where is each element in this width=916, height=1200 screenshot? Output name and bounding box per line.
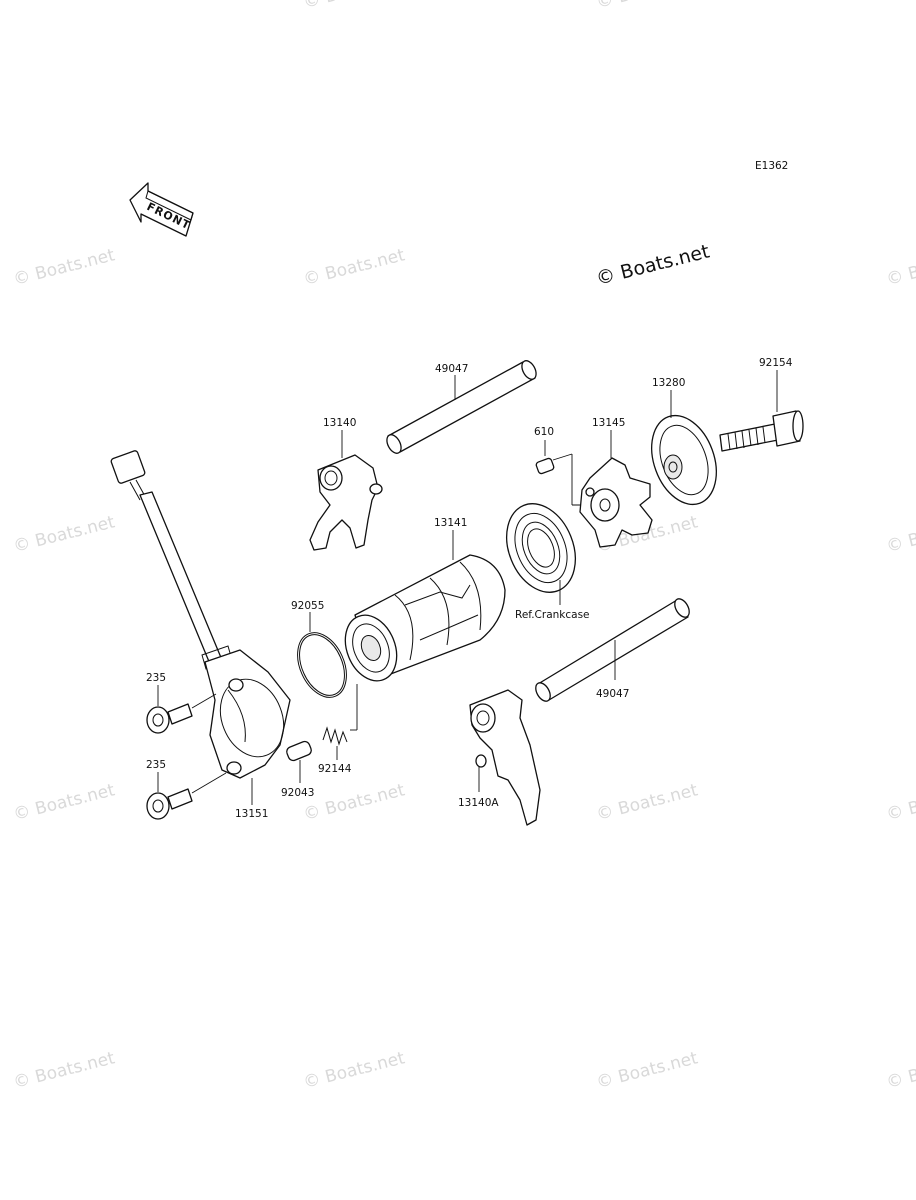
shift-gear-13280: 13280 <box>651 377 717 506</box>
watermark: © Boats.net <box>11 512 117 557</box>
watermark: © Boats.net <box>884 245 916 290</box>
callout-oring: 92055 <box>291 600 324 612</box>
watermark: © Boats.net <box>884 780 916 825</box>
watermark: © Boats.net <box>11 1048 117 1093</box>
watermark: © Boats.net <box>301 245 407 290</box>
callout-shaft-lower: 49047 <box>596 688 629 700</box>
watermark: © Boats.net <box>594 780 700 825</box>
shift-rod-upper: 49047 <box>386 360 537 454</box>
spring-92144: 92144 <box>318 684 358 775</box>
callout-bolt-bottom: 235 <box>146 759 166 771</box>
callout-fork-upper: 13140 <box>323 417 356 429</box>
bolt-235-top: 235 <box>146 672 217 734</box>
shift-fork-upper: 13140 <box>309 417 383 551</box>
o-ring-92055: 92055 <box>291 600 347 698</box>
main-watermark: © Boats.net <box>594 240 712 289</box>
shift-fork-lower: 13140A <box>458 689 541 826</box>
callout-spring: 92144 <box>318 763 352 775</box>
watermark: © Boats.net <box>301 780 407 825</box>
watermark: © Boats.net <box>301 0 407 13</box>
diagram-code: E1362 <box>755 160 788 172</box>
watermark: © Boats.net <box>594 0 700 13</box>
callout-pin-92043: 92043 <box>281 787 314 799</box>
watermark: © Boats.net <box>301 1048 407 1093</box>
callout-fork-lower: 13140A <box>458 797 499 809</box>
watermark: © Boats.net <box>884 1048 916 1093</box>
callout-holder: 13151 <box>235 808 268 820</box>
watermark: © Boats.net <box>594 1048 700 1093</box>
front-arrow-icon: FRONT <box>129 182 194 237</box>
callout-bearing-ref: Ref.Crankcase <box>515 609 590 621</box>
shift-drum-13141: 13141 <box>344 517 506 682</box>
pin-610: 610 <box>534 426 590 506</box>
neutral-switch-holder-13151: 13151 <box>110 450 291 820</box>
callout-bolt-top: 235 <box>146 672 166 684</box>
bolt-92154: 92154 <box>719 357 804 452</box>
shift-rod-lower: 49047 <box>535 598 690 702</box>
watermark: © Boats.net <box>884 512 916 557</box>
callout-drum: 13141 <box>434 517 467 529</box>
pin-92043: 92043 <box>281 740 314 799</box>
callout-shaft-upper: 49047 <box>435 363 468 375</box>
callout-plate-13145: 13145 <box>592 417 625 429</box>
callout-bolt-92154: 92154 <box>759 357 793 369</box>
watermark: © Boats.net <box>11 245 117 290</box>
callout-pin-610: 610 <box>534 426 554 438</box>
bearing: Ref.Crankcase <box>506 503 590 621</box>
bolt-235-bottom: 235 <box>146 759 227 820</box>
callout-gear-13280: 13280 <box>652 377 685 389</box>
drum-plate-13145: 13145 <box>579 417 653 548</box>
watermark: © Boats.net <box>11 780 117 825</box>
